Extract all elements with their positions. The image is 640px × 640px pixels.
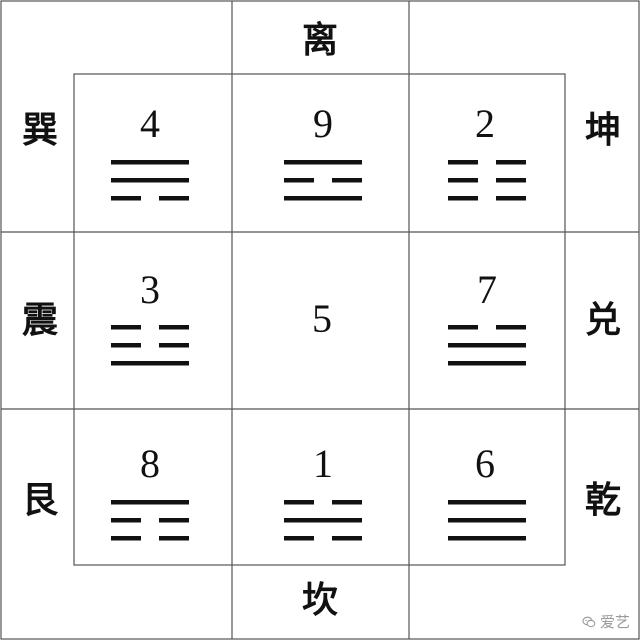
label-bottom: 坎 [302, 579, 338, 621]
trigram-sw-line-2-solid [111, 178, 189, 183]
trigram-n-line-3-broken-2 [332, 536, 362, 541]
trigram-ne-line-2-solid [448, 518, 526, 523]
trigram-s-line-3-solid [284, 196, 362, 201]
cell-number-s: 9 [313, 101, 333, 146]
inner-square [73, 73, 566, 566]
cell-number-c: 5 [312, 296, 332, 341]
trigram-s-line-2-broken-1 [284, 178, 314, 183]
trigram-s-line-2-broken-2 [332, 178, 362, 183]
cell-number-nw: 8 [140, 441, 160, 486]
cell-number-sw: 4 [140, 101, 160, 146]
trigram-ne-line-1-solid [448, 500, 526, 505]
trigram-w-line-3-solid [111, 361, 189, 366]
trigram-nw-line-2-broken-2 [159, 518, 189, 523]
trigram-n-line-3-broken-1 [284, 536, 314, 541]
watermark: 爱艺 [582, 611, 630, 632]
trigram-n-line-2-solid [284, 518, 362, 523]
trigram-sw-line-1-solid [111, 160, 189, 165]
trigram-w-line-1-broken-1 [111, 325, 141, 330]
label-left-top: 巽 [22, 109, 58, 151]
trigram-nw-line-3-broken-2 [159, 536, 189, 541]
cell-number-se: 2 [475, 101, 495, 146]
trigram-nw-line-1-solid [111, 500, 189, 505]
label-left-bottom: 艮 [22, 479, 59, 521]
trigram-w-line-2-broken-1 [111, 343, 141, 348]
cell-number-n: 1 [313, 441, 333, 486]
watermark-text: 爱艺 [599, 613, 630, 631]
cell-number-e: 7 [477, 267, 497, 312]
trigram-sw-line-3-broken-2 [159, 196, 189, 201]
cell-number-w: 3 [140, 267, 160, 312]
trigram-se-line-1-broken-2 [496, 160, 526, 165]
trigram-layer [111, 160, 526, 541]
trigram-e-line-3-solid [448, 361, 526, 366]
trigram-n-line-1-broken-1 [284, 500, 314, 505]
label-right-bottom: 乾 [585, 479, 621, 521]
trigram-se-line-1-broken-1 [448, 160, 478, 165]
trigram-se-line-3-broken-1 [448, 196, 478, 201]
label-left-middle: 震 [22, 299, 58, 341]
label-top: 离 [302, 19, 338, 61]
trigram-e-line-2-solid [448, 343, 526, 348]
trigram-ne-line-3-solid [448, 536, 526, 541]
trigram-w-line-1-broken-2 [159, 325, 189, 330]
trigram-s-line-1-solid [284, 160, 362, 165]
trigram-sw-line-3-broken-1 [111, 196, 141, 201]
label-right-middle: 兑 [585, 299, 621, 341]
trigram-e-line-1-broken-2 [496, 325, 526, 330]
trigram-nw-line-3-broken-1 [111, 536, 141, 541]
trigram-n-line-1-broken-2 [332, 500, 362, 505]
trigram-se-line-2-broken-1 [448, 178, 478, 183]
trigram-se-line-2-broken-2 [496, 178, 526, 183]
trigram-w-line-2-broken-2 [159, 343, 189, 348]
wechat-icon [582, 616, 596, 627]
cell-number-ne: 6 [475, 441, 495, 486]
trigram-nw-line-2-broken-1 [111, 518, 141, 523]
trigram-se-line-3-broken-2 [496, 196, 526, 201]
trigram-e-line-1-broken-1 [448, 325, 478, 330]
label-right-top: 坤 [585, 109, 621, 151]
